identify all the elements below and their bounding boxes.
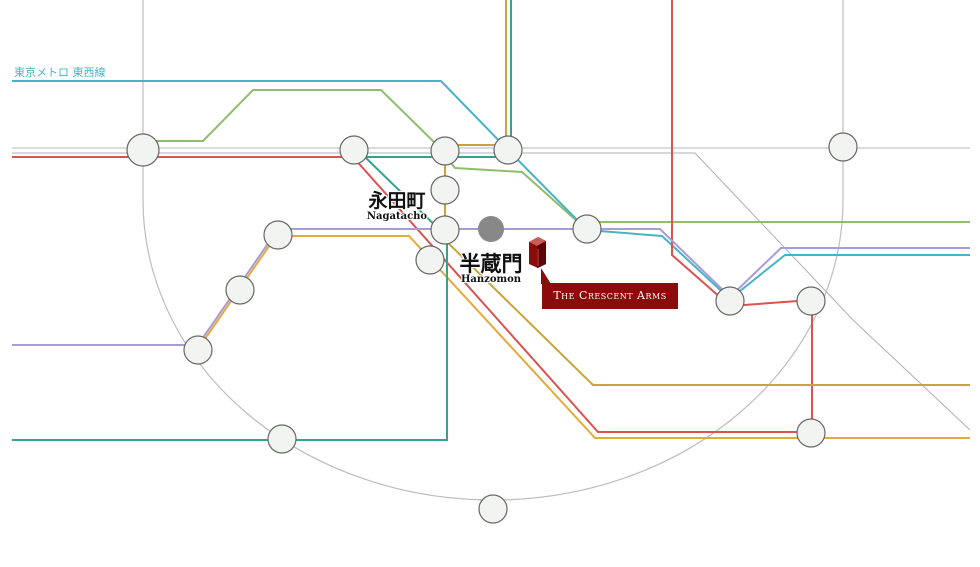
station-marker[interactable] bbox=[828, 132, 858, 162]
station-marker[interactable] bbox=[493, 135, 523, 165]
station-name-ja: 永田町 bbox=[368, 190, 426, 212]
station-marker[interactable] bbox=[430, 175, 460, 205]
outer-loop-arc bbox=[142, 0, 844, 501]
building-icon[interactable] bbox=[529, 237, 546, 268]
station-marker[interactable] bbox=[430, 215, 460, 245]
station-marker[interactable] bbox=[126, 133, 160, 167]
station-name-en: Hanzomon bbox=[460, 274, 522, 285]
property-name: The Crescent Arms bbox=[553, 289, 667, 302]
namboku-line bbox=[12, 0, 512, 441]
station-marker[interactable] bbox=[430, 136, 460, 166]
station-marker[interactable] bbox=[572, 214, 602, 244]
station-label-nagatacho[interactable]: 永田町 Nagatacho bbox=[362, 192, 432, 222]
tozai-line bbox=[12, 80, 970, 301]
tozai-line-label: 東京メトロ 東西線 bbox=[14, 66, 106, 79]
property-label-pointer bbox=[541, 268, 551, 284]
station-marker[interactable] bbox=[478, 494, 508, 524]
station-marker[interactable] bbox=[796, 286, 826, 316]
property-label[interactable]: The Crescent Arms bbox=[542, 283, 678, 309]
station-name-en: Nagatacho bbox=[366, 211, 428, 222]
station-markers bbox=[126, 132, 858, 524]
hanzomon-line bbox=[12, 228, 970, 346]
marunouchi-line bbox=[12, 0, 813, 433]
station-marker[interactable] bbox=[267, 424, 297, 454]
gray-line-2 bbox=[12, 152, 971, 431]
current-station-marker[interactable] bbox=[478, 216, 504, 242]
station-marker[interactable] bbox=[796, 418, 826, 448]
station-marker[interactable] bbox=[339, 135, 369, 165]
station-name-ja: 半蔵門 bbox=[459, 251, 523, 276]
station-label-hanzomon[interactable]: 半蔵門 Hanzomon bbox=[452, 253, 530, 285]
station-marker[interactable] bbox=[715, 286, 745, 316]
station-marker[interactable] bbox=[415, 245, 445, 275]
yurakucho-line bbox=[444, 0, 970, 386]
ginza-line bbox=[197, 235, 970, 439]
station-marker[interactable] bbox=[225, 275, 255, 305]
station-marker[interactable] bbox=[183, 335, 213, 365]
station-marker[interactable] bbox=[263, 220, 293, 250]
